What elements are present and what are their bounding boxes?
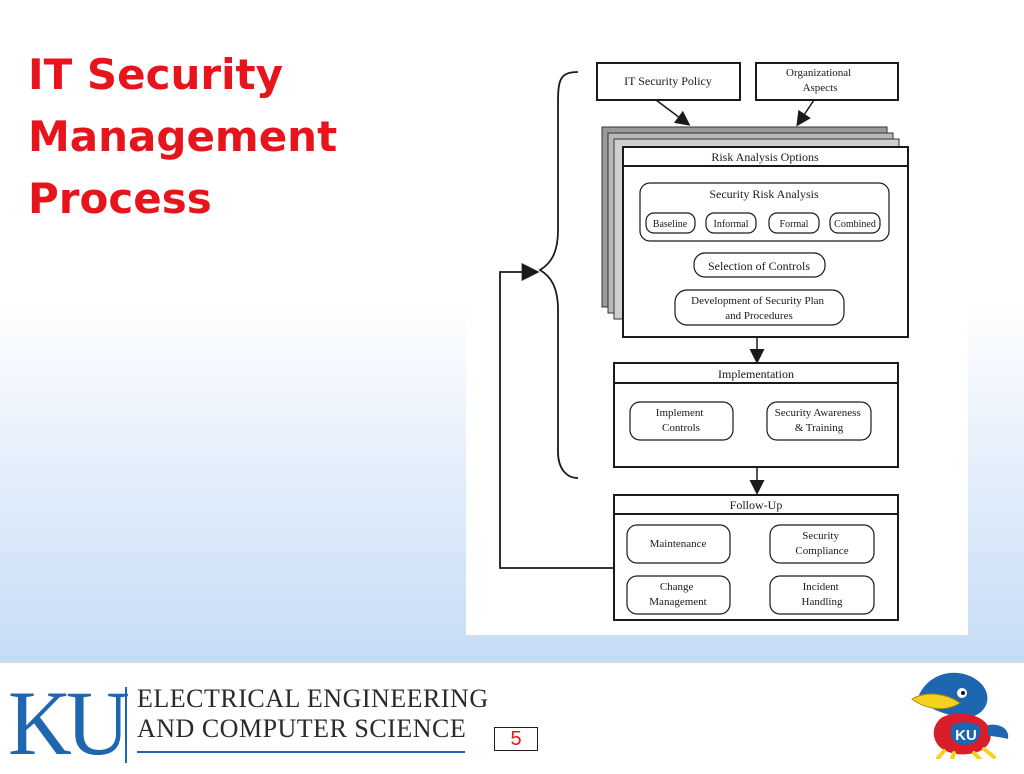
change-management-box: [626, 575, 731, 615]
it-security-policy-box: IT Security Policy: [596, 62, 741, 101]
slide-title: IT Security Management Process: [28, 50, 338, 223]
formal-option: [768, 212, 820, 234]
risk-analysis-options-title: Risk Analysis Options: [711, 150, 819, 164]
ku-logo: KU: [8, 672, 130, 774]
organizational-aspects-box: Organizational Aspects: [755, 62, 899, 101]
combined-label: Combined: [834, 219, 876, 230]
scope-brace: [538, 71, 579, 479]
combined-option: [829, 212, 881, 234]
follow-up-title: Follow-Up: [730, 498, 783, 512]
feedback-loop-arrow: [499, 263, 614, 569]
selection-of-controls-label: Selection of Controls: [708, 259, 810, 273]
informal-option: [705, 212, 757, 234]
incident-handling-label: Incident Handling: [802, 581, 843, 608]
implement-controls-box: [629, 401, 734, 441]
policy-arrow: [655, 99, 691, 126]
baseline-label: Baseline: [653, 219, 688, 230]
organizational-aspects-label: Organizational Aspects: [786, 67, 854, 94]
formal-label: Formal: [780, 219, 809, 230]
security-plan-box: [674, 289, 845, 326]
department-name-line-1: ELECTRICAL ENGINEERING: [137, 684, 489, 713]
implementation-panel: Implementation Implement Controls Securi…: [613, 362, 899, 468]
jayhawk-mascot-icon: KU: [911, 672, 1009, 759]
security-awareness-box: [766, 401, 872, 441]
department-name-line-2: AND COMPUTER SCIENCE: [137, 714, 467, 743]
baseline-option: [645, 212, 696, 234]
security-compliance-label: Security Compliance: [795, 530, 848, 557]
security-plan-label: Development of Security Plan and Procedu…: [691, 295, 827, 322]
maintenance-box: [626, 524, 731, 564]
change-management-label: Change Management: [649, 581, 706, 608]
department-underline: [137, 751, 465, 753]
security-process-diagram: IT Security Policy Organizational Aspect…: [466, 48, 968, 635]
logo-divider: [125, 687, 127, 763]
it-security-policy-label: IT Security Policy: [624, 74, 712, 88]
mascot-ku-label: KU: [955, 727, 977, 744]
follow-up-panel: Follow-Up Maintenance Security Complianc…: [613, 494, 899, 621]
page-number: 5: [494, 727, 538, 751]
implement-controls-label: Implement Controls: [656, 407, 706, 434]
slide-footer: KU ELECTRICAL ENGINEERING AND COMPUTER S…: [0, 662, 1024, 769]
risk-analysis-stack: Risk Analysis Options Security Risk Anal…: [601, 126, 909, 338]
security-compliance-box: [769, 524, 875, 564]
incident-handling-box: [769, 575, 875, 615]
implementation-title: Implementation: [718, 367, 794, 381]
informal-label: Informal: [714, 219, 749, 230]
organizational-arrow: [796, 99, 815, 127]
security-awareness-label: Security Awareness & Training: [775, 407, 864, 434]
selection-of-controls-box: [693, 252, 826, 278]
maintenance-label: Maintenance: [650, 538, 707, 550]
security-risk-analysis-label: Security Risk Analysis: [709, 187, 819, 201]
